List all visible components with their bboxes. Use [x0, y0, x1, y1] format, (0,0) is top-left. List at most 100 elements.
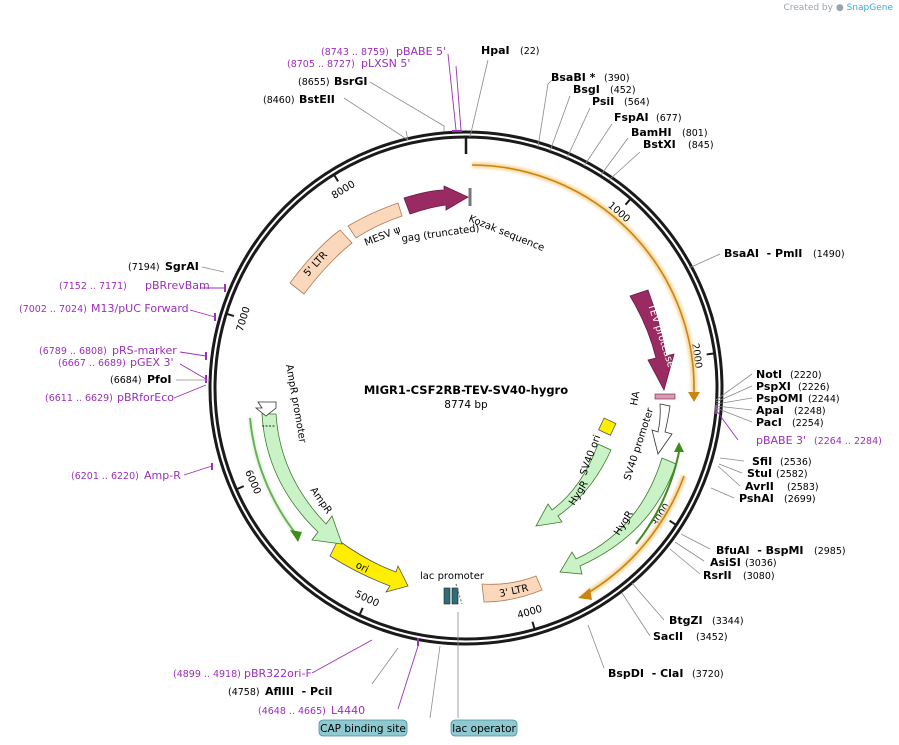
site-name: AsiSI: [710, 556, 741, 569]
primer-name: pBRforEco: [117, 391, 174, 404]
feature-ha: [654, 393, 676, 400]
feature-ampr-promoter: [254, 401, 277, 417]
site-pos: (2226): [798, 382, 830, 393]
scale-tick-mark: [706, 352, 715, 356]
site-name: FspAI: [614, 111, 649, 124]
feature-lac-region: [443, 583, 463, 605]
site-name: BsgI: [573, 83, 600, 96]
site-pos: (1490): [813, 249, 845, 260]
feature-mesv-psi: [347, 202, 403, 239]
site-pos: (2244): [808, 394, 840, 405]
orange-arrow-head-icon: [578, 588, 592, 600]
site-name: NotI: [756, 368, 782, 381]
feature-green-arc-left: [249, 417, 297, 535]
site-pos: (7194): [128, 262, 160, 273]
primer-pos: (4648 .. 4665): [258, 706, 326, 717]
site-pos: (845): [688, 140, 714, 151]
plasmid-name: MIGR1-CSF2RB-TEV-SV40-hygro: [364, 383, 568, 397]
primer-pos: (6201 .. 6220): [71, 471, 139, 482]
scale-tick-label: 5000: [353, 589, 381, 610]
site-name: PspOMI: [756, 392, 803, 405]
feature-hygr-outer: [559, 457, 677, 575]
site-name: HpaI: [481, 44, 510, 57]
site-name: StuI: [747, 467, 772, 480]
feature-ampr: [261, 413, 343, 545]
primer-name: pBRrevBam: [145, 279, 210, 292]
site-pos: (564): [624, 97, 650, 108]
site-pos: (2583): [787, 482, 819, 493]
feature-sv40-promoter: [651, 403, 673, 455]
primer-pos: (4899 .. 4918): [173, 669, 241, 680]
site-pos: (6684): [110, 375, 142, 386]
site-pos: (3344): [712, 616, 744, 627]
green-arrow-head-icon: [290, 530, 302, 542]
primer-pos: (6611 .. 6629): [45, 393, 113, 404]
scale-tick-mark: [235, 485, 245, 491]
primer-labels: (8743 .. 8759) pBABE 5' (8705 .. 8727) p…: [19, 45, 882, 717]
site-name: RsrII: [703, 569, 732, 582]
site-pos: (8460): [263, 95, 295, 106]
site-pos: (2699): [784, 494, 816, 505]
primer-name: pBABE 5': [396, 45, 446, 58]
site-leader-lines: [176, 59, 753, 719]
primer-name: L4440: [331, 704, 365, 717]
feature-label-gag: gag (truncated): [401, 223, 480, 245]
site-pos: (4758): [228, 687, 260, 698]
primer-leader-lines: [173, 53, 739, 710]
snapgene-logo-icon: ●: [835, 3, 844, 13]
site-pos: (801): [682, 128, 708, 139]
primer-pos: (2264 .. 2284): [814, 436, 882, 447]
primer-name: pBR322ori-F: [244, 667, 312, 680]
site-name: BsaAI - PmlI: [724, 247, 802, 260]
primer-name: pRS-marker: [112, 344, 177, 357]
site-pos: (3452): [696, 632, 728, 643]
cap-binding-site-label: CAP binding site: [320, 723, 406, 735]
scale-tick-label: 4000: [516, 604, 543, 622]
primer-name: pBABE 3': [756, 434, 806, 447]
feature-5ltr: [289, 229, 353, 295]
primer-pos: (6667 .. 6689): [58, 358, 126, 369]
feature-orange-arc-lower: [578, 474, 687, 600]
plasmid-size: 8774 bp: [444, 399, 488, 411]
site-name: PspXI: [756, 380, 791, 393]
site-name: ApaI: [756, 404, 784, 417]
site-pos: (22): [520, 46, 540, 57]
scale-tick-mark: [225, 312, 235, 318]
feature-label-ori: ori: [354, 560, 371, 576]
lac-operator-badge: lac operator: [450, 719, 518, 737]
primer-name: pLXSN 5': [361, 57, 410, 70]
primer-pos: (6789 .. 6808): [39, 346, 107, 357]
site-pos: (2536): [780, 457, 812, 468]
scale-tick-mark: [333, 174, 339, 182]
lac-operator-label: lac operator: [452, 723, 516, 735]
site-name: AvrII: [745, 480, 774, 493]
site-name: BtgZI: [669, 614, 703, 627]
site-name: BspDI - ClaI: [608, 667, 683, 680]
site-name: SgrAI: [165, 260, 199, 273]
primer-name: Amp-R: [144, 469, 181, 482]
site-name: BfuAI - BspMI: [716, 544, 804, 557]
site-pos: (390): [604, 73, 630, 84]
scale-tick-mark: [669, 519, 677, 526]
primer-pos: (8705 .. 8727): [287, 59, 355, 70]
feature-tev-protease: [629, 289, 675, 392]
primer-name: M13/pUC Forward: [91, 302, 189, 315]
site-name: BstEII: [299, 93, 335, 106]
scale-tick-mark: [531, 621, 536, 630]
site-pos: (3720): [692, 669, 724, 680]
site-name: PshAI: [739, 492, 774, 505]
primer-pos: (7152 .. 7171): [59, 281, 127, 292]
site-name: BstXI: [643, 138, 676, 151]
primer-name: pGEX 3': [130, 356, 174, 369]
feature-sv40-ori: [598, 417, 617, 436]
lac-operator-marker: [451, 587, 459, 605]
site-pos: (2220): [790, 370, 822, 381]
site-pos: (677): [656, 113, 682, 124]
site-pos: (3080): [743, 571, 775, 582]
cap-binding-site-badge: CAP binding site: [318, 719, 408, 737]
site-pos: (2254): [792, 418, 824, 429]
site-name: AflIII - PciI: [265, 685, 332, 698]
feature-hygr-inner: [535, 443, 612, 527]
brand-product: SnapGene: [846, 3, 893, 13]
